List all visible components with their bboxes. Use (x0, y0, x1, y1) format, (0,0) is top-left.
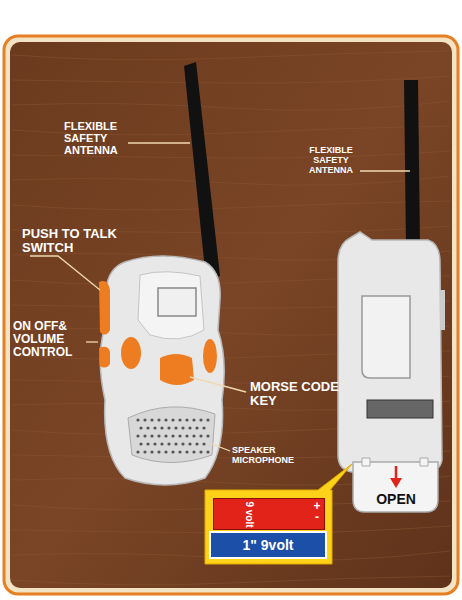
volume-knob (99, 347, 110, 368)
part-label: FLEXIBLE SAFETY ANTENNA (64, 120, 134, 156)
open-label: OPEN (362, 488, 430, 510)
speaker-hole (143, 418, 146, 421)
grain-stroke (12, 576, 450, 585)
cover-tabs (362, 458, 428, 466)
speaker-hole (188, 426, 191, 429)
speaker-hole (185, 450, 188, 453)
part-label: ON OFF& VOLUME CONTROL (13, 320, 95, 360)
node-text: 1" 9volt (243, 537, 294, 553)
grain-stroke (12, 201, 450, 210)
speaker-hole (199, 418, 202, 421)
speaker-hole (202, 442, 205, 445)
speaker-hole (139, 426, 142, 429)
speaker-hole (136, 434, 139, 437)
part-label: FLEXIBLE SAFETY ANTENNA (300, 146, 362, 176)
speaker-hole (206, 450, 209, 453)
speaker-hole (181, 442, 184, 445)
wood-grain (12, 51, 450, 585)
speaker-grille (128, 407, 215, 463)
speaker-hole (157, 418, 160, 421)
speaker-hole (164, 418, 167, 421)
side-button (203, 339, 217, 373)
speaker-hole (150, 450, 153, 453)
speaker-hole (206, 418, 209, 421)
display-screen (158, 288, 196, 316)
speaker-hole (160, 426, 163, 429)
battery-size-label: 1" 9volt (209, 531, 327, 559)
speaker-hole (164, 450, 167, 453)
speaker-hole (195, 426, 198, 429)
speaker-hole (143, 450, 146, 453)
grain-stroke (12, 101, 450, 110)
speaker-hole (160, 442, 163, 445)
battery: 9 volt (213, 498, 325, 530)
speaker-hole (181, 426, 184, 429)
speaker-hole (150, 418, 153, 421)
battery-door-strip (367, 400, 433, 418)
speaker-hole (171, 418, 174, 421)
speaker-hole (206, 434, 209, 437)
grain-stroke (12, 176, 450, 185)
speaker-hole (192, 434, 195, 437)
speaker-hole (139, 442, 142, 445)
leader-lines (30, 143, 410, 451)
speaker-hole (195, 442, 198, 445)
wood-ground (10, 42, 452, 588)
part-label: SPEAKER MICROPHONE (232, 446, 322, 466)
speaker-hole (136, 450, 139, 453)
speaker-hole (164, 434, 167, 437)
antenna (404, 80, 420, 246)
speaker-hole (192, 450, 195, 453)
part-label: PUSH TO TALK SWITCH (22, 227, 142, 256)
morse-code-key (160, 354, 194, 385)
speaker-hole (171, 434, 174, 437)
speaker-hole (199, 450, 202, 453)
speaker-hole (136, 418, 139, 421)
speaker-hole (199, 434, 202, 437)
speaker-hole (150, 434, 153, 437)
speaker-hole (157, 434, 160, 437)
side-button (121, 337, 141, 369)
radio-front-body (100, 256, 224, 485)
speaker-hole (178, 418, 181, 421)
speaker-hole (185, 418, 188, 421)
node-text: OPEN (376, 491, 416, 507)
battery-callout (205, 464, 352, 564)
belt-clip (362, 296, 410, 378)
speaker-hole (157, 450, 160, 453)
grain-stroke (12, 51, 450, 60)
panel-border (4, 36, 458, 594)
speaker-hole (185, 434, 188, 437)
battery-terminal: - (312, 511, 322, 524)
speaker-hole (178, 450, 181, 453)
speaker-hole (153, 426, 156, 429)
speaker-hole (146, 442, 149, 445)
grain-stroke (12, 76, 450, 83)
side-switch (440, 290, 445, 330)
speaker-hole (202, 426, 205, 429)
speaker-hole (167, 426, 170, 429)
speaker-holes (136, 418, 209, 453)
speaker-hole (174, 442, 177, 445)
speaker-hole (146, 426, 149, 429)
speaker-hole (174, 426, 177, 429)
open-arrow-head (390, 478, 402, 488)
antenna (184, 62, 220, 280)
speaker-hole (178, 434, 181, 437)
speaker-hole (188, 442, 191, 445)
radio-face (138, 272, 204, 339)
speaker-hole (192, 418, 195, 421)
speaker-hole (153, 442, 156, 445)
speaker-hole (167, 442, 170, 445)
radio-back-body (338, 232, 442, 472)
node-text: 9 volt (244, 501, 255, 527)
battery-cover (353, 462, 438, 512)
speaker-hole (143, 434, 146, 437)
speaker-hole (171, 450, 174, 453)
part-label: MORSE CODE KEY (250, 380, 340, 409)
push-to-talk-button (99, 281, 110, 335)
